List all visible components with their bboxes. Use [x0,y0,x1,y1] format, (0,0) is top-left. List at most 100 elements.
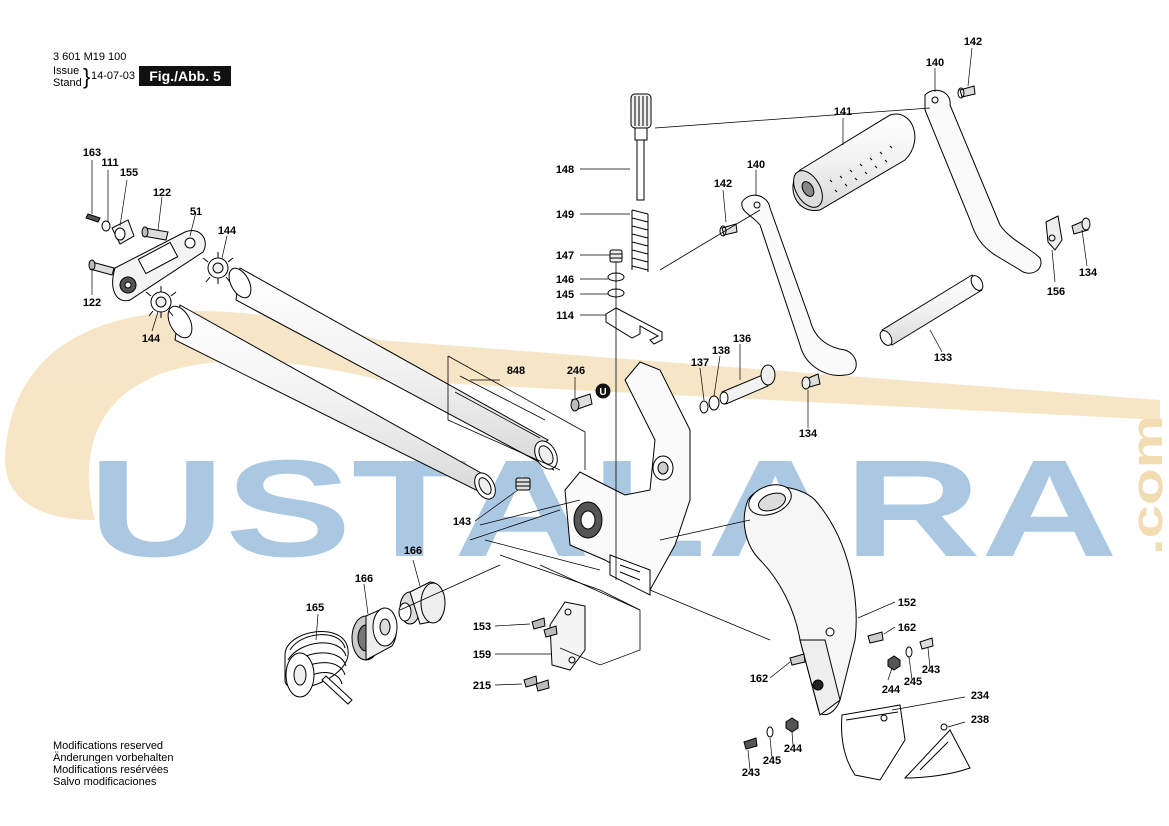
screw-215-b [535,679,550,692]
modification-notes: Modifications reserved Änderungen vorbeh… [53,740,173,788]
reference-lines [399,107,931,666]
callout-234: 234 [971,690,990,702]
guide-tube-lower [167,304,496,500]
spring-149 [631,209,649,272]
screw-122-lower [88,259,115,276]
callout-141: 141 [834,106,852,118]
callout-138: 138 [712,345,730,357]
blade-guard-238 [903,723,971,779]
nut-244-right [887,655,901,671]
watermark-suffix: .com [1123,415,1169,555]
callout-166-lower: 166 [355,573,373,585]
callout-145: 145 [556,289,574,301]
callout-246: 246 [567,365,585,377]
arm-hole [753,201,761,209]
screw-162-right [867,631,884,644]
callout-245-left: 245 [763,755,781,767]
callout-labels: 163 111 155 122 51 144 122 144 148 149 1… [83,36,1098,779]
callout-134-upper: 134 [1079,267,1098,279]
latch-156 [1045,215,1063,251]
arm-140-right [924,89,1042,274]
screw-153-a [531,617,546,630]
callout-166-upper: 166 [404,545,422,557]
callout-244-left: 244 [784,743,803,755]
callout-148: 148 [556,164,574,176]
grip-141 [792,113,916,211]
main-housing [564,361,691,596]
washer-245-right [905,646,913,658]
grub-screw-143 [515,477,531,491]
callout-156: 156 [1047,286,1065,298]
callout-238: 238 [971,714,989,726]
callout-122-upper: 122 [153,187,171,199]
end-plate-51 [112,230,206,302]
arm-hole [931,96,939,104]
callout-144-upper: 144 [218,225,237,237]
brace-glyph: } [83,64,91,89]
screw-134-upper [1071,217,1091,235]
callout-149: 149 [556,209,574,221]
stand-label: Stand [53,77,82,89]
arm-140-left [741,194,857,376]
marker-u [595,383,611,399]
note-es: Salvo modificaciones [53,776,157,788]
callout-152: 152 [898,597,916,609]
callout-244-right: 244 [882,684,901,696]
guide-tube-upper [228,267,558,471]
callout-155: 155 [120,167,138,179]
callout-243-right: 243 [922,664,940,676]
watermark-swoosh [5,311,1160,520]
callout-142-lower: 142 [714,178,732,190]
callout-122-lower: 122 [83,297,101,309]
callout-142-upper: 142 [964,36,982,48]
callout-51: 51 [190,206,202,218]
knob-rod-148 [630,93,652,201]
part-number: 3 601 M19 100 [53,51,127,63]
guard-234 [841,704,906,781]
callout-245-right: 245 [904,676,922,688]
nut-244-left [785,717,799,733]
bearing-166-large [398,581,446,625]
callout-215: 215 [473,680,491,692]
marker-u-label: U [599,387,606,398]
callout-143: 143 [453,516,471,528]
rod-133 [879,274,984,346]
callout-114: 114 [556,310,575,322]
washer-245-left [766,726,774,738]
callout-140-upper: 140 [926,57,944,69]
dust-chute-152 [743,484,857,716]
screw-246 [570,393,593,412]
callout-137: 137 [691,357,709,369]
callout-848: 848 [507,365,525,377]
callout-147: 147 [556,250,574,262]
pin-136 [719,364,776,405]
screw-153-b [543,625,558,638]
screw-142-lower [719,223,738,237]
star-nut-144-lower [145,286,177,318]
callout-159: 159 [473,649,491,661]
issue-label: Issue [53,65,80,77]
callout-146: 146 [556,274,574,286]
callout-165: 165 [306,602,324,614]
figure-badge: Fig./Abb. 5 [139,66,231,86]
leader-lines [91,47,1088,771]
callout-162-left: 162 [750,673,768,685]
issue-date: 14-07-03 [91,70,136,82]
screw-215-a [523,675,538,688]
bearing-166-small [351,607,398,661]
screw-162-left [789,653,806,666]
callout-162-right: 162 [898,622,916,634]
note-en: Modifications reserved [53,740,164,752]
screw-122-upper [141,226,169,241]
screw-142-upper [957,85,976,99]
note-fr: Modifications resérvées [53,764,169,776]
callout-153: 153 [473,621,491,633]
spring-165 [284,631,353,705]
ring-138 [708,395,720,411]
screw-134-lower [801,373,821,390]
washer-111 [101,220,111,232]
callout-111: 111 [101,157,118,169]
callout-163: 163 [83,147,101,159]
